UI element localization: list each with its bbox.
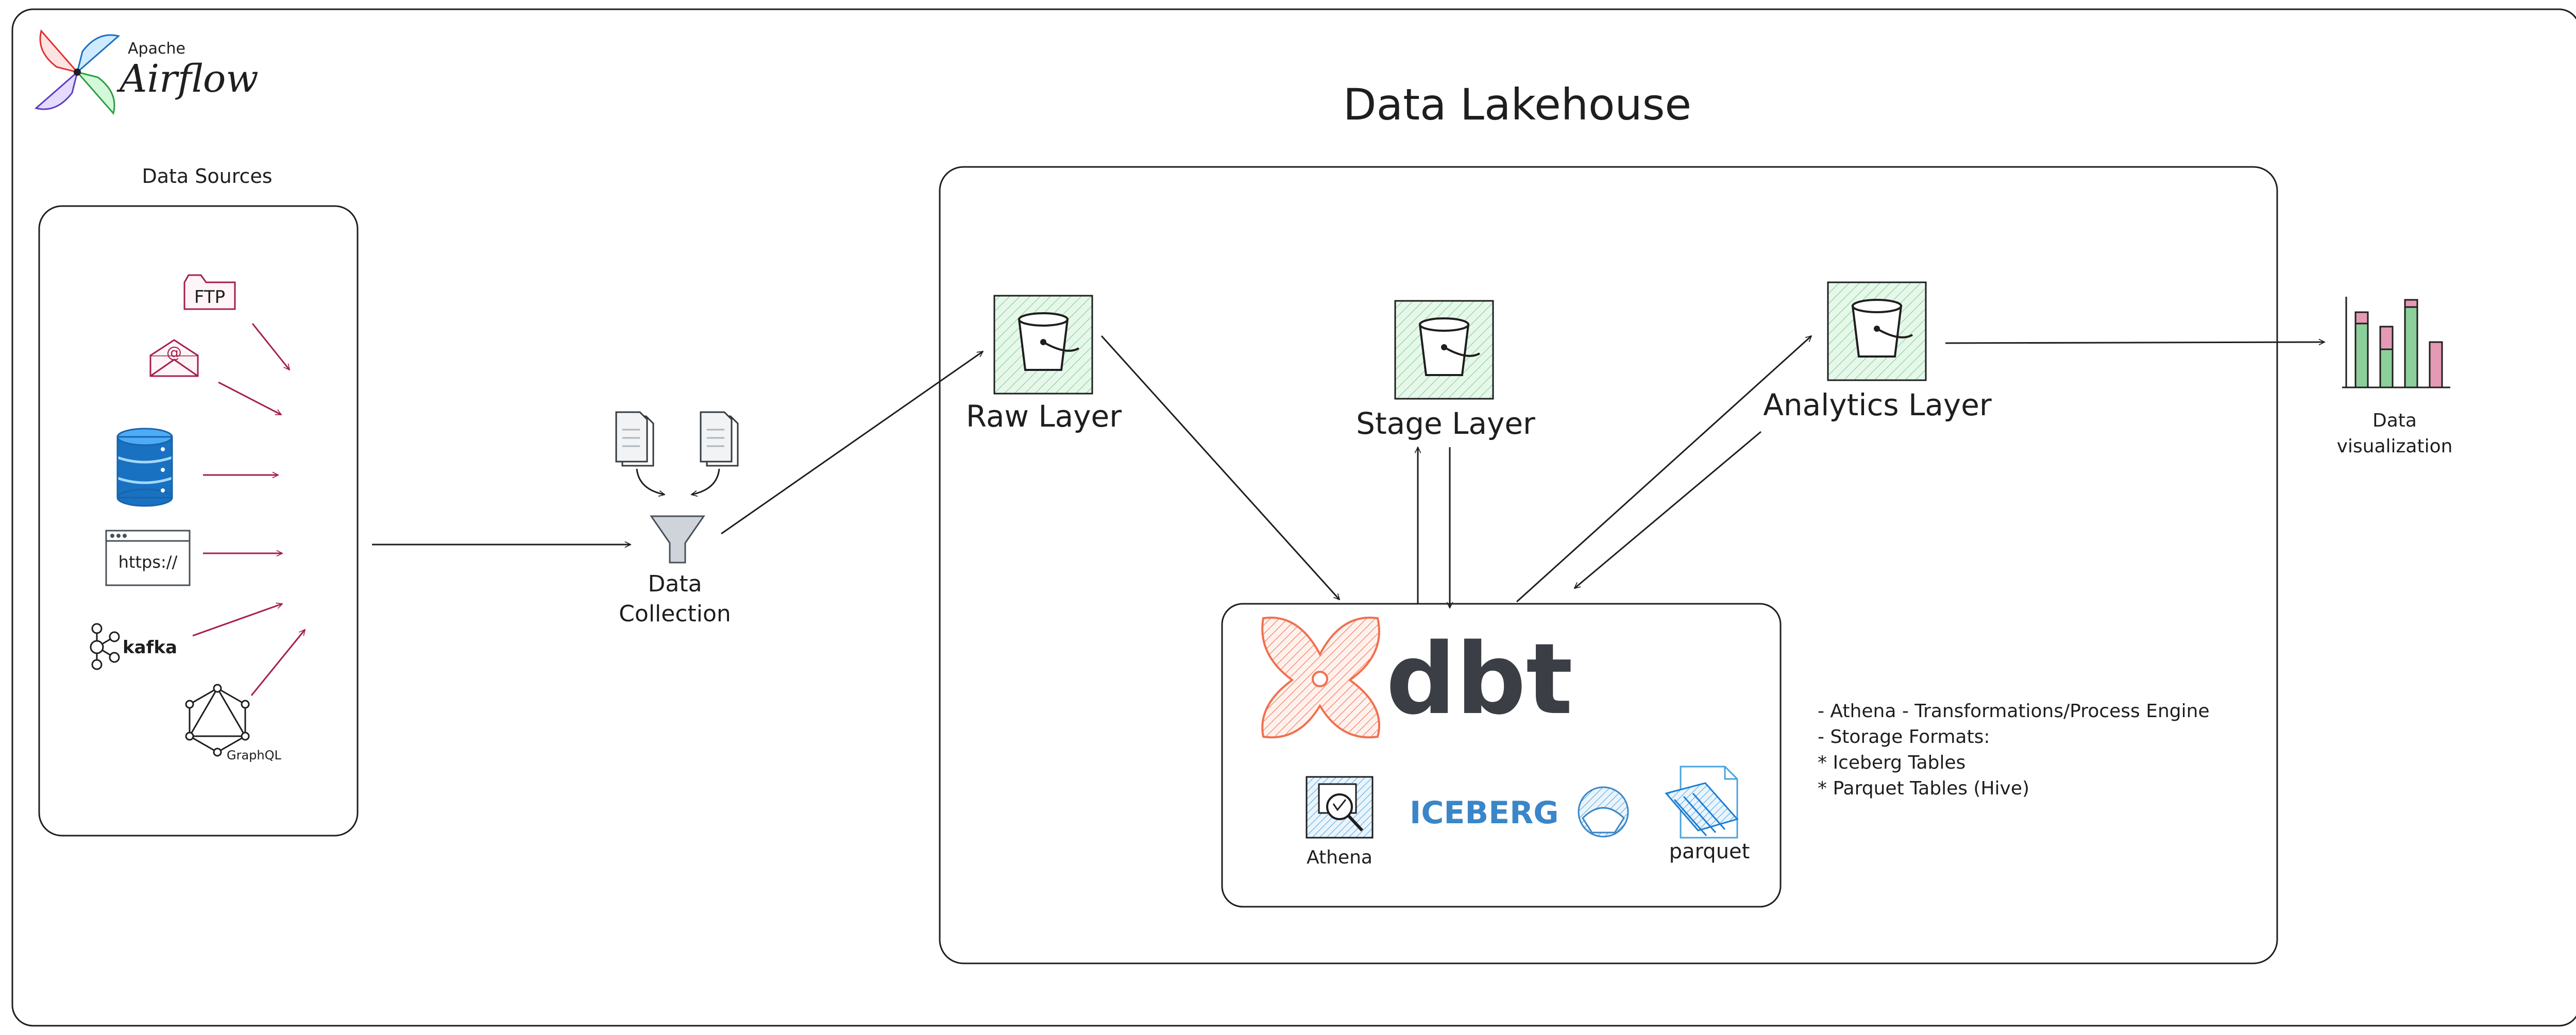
data-sources-heading: Data Sources bbox=[142, 165, 272, 188]
airflow-logo: Apache Airflow bbox=[34, 29, 259, 115]
ftp-arrow bbox=[251, 323, 290, 370]
email-arrow bbox=[218, 381, 281, 416]
lakehouse-box bbox=[939, 166, 2278, 964]
visualization-label-line1: Data bbox=[2372, 410, 2417, 431]
email-icon: @ bbox=[149, 339, 199, 377]
funnel-icon bbox=[650, 515, 705, 564]
data-sources-box bbox=[38, 205, 359, 837]
diagram-title: Data Lakehouse bbox=[1343, 79, 1691, 130]
bar-chart-icon bbox=[2342, 297, 2450, 388]
data-collection-label-line2: Collection bbox=[619, 601, 731, 627]
data-collection-label-line1: Data bbox=[648, 571, 702, 597]
analytics-to-dbt-arrow bbox=[1574, 431, 1761, 588]
ftp-label: FTP bbox=[194, 287, 225, 308]
note-line-1: - Athena - Transformations/Process Engin… bbox=[1818, 701, 2210, 722]
kafka-label: kafka bbox=[123, 637, 177, 658]
note-line-2: - Storage Formats: bbox=[1818, 726, 1990, 748]
logo-brand-large: Airflow bbox=[116, 57, 259, 101]
dbt-to-analytics-arrow bbox=[1516, 336, 1811, 603]
https-label: https:// bbox=[118, 552, 178, 572]
collection-to-raw-arrow bbox=[721, 350, 983, 535]
database-icon bbox=[116, 428, 173, 507]
stage-layer-label: Stage Layer bbox=[1356, 406, 1535, 441]
note-line-3: * Iceberg Tables bbox=[1818, 752, 1965, 773]
raw-to-dbt-arrow bbox=[1100, 335, 1340, 600]
graphql-label: GraphQL bbox=[227, 748, 282, 762]
kafka-arrow bbox=[192, 604, 282, 637]
airflow-pinwheel-icon bbox=[34, 29, 121, 115]
stage-layer-bucket-icon bbox=[1394, 300, 1494, 400]
kafka-icon bbox=[90, 623, 120, 670]
athena-icon bbox=[1306, 776, 1374, 839]
analytics-layer-label: Analytics Layer bbox=[1763, 387, 1992, 422]
logo-brand-small: Apache bbox=[128, 40, 185, 58]
dbt-label: dbt bbox=[1386, 622, 1573, 736]
parquet-label: parquet bbox=[1669, 840, 1750, 863]
graphql-icon bbox=[185, 684, 250, 757]
athena-label: Athena bbox=[1307, 847, 1372, 868]
parquet-icon bbox=[1665, 766, 1739, 839]
analytics-layer-bucket-icon bbox=[1827, 281, 1927, 381]
raw-layer-bucket-icon bbox=[993, 295, 1093, 395]
graphql-arrow bbox=[250, 630, 305, 696]
iceberg-label: ICEBERG bbox=[1410, 795, 1559, 831]
browser-icon: https:// bbox=[105, 530, 191, 586]
raw-layer-label: Raw Layer bbox=[966, 399, 1122, 434]
dbt-logo-icon bbox=[1261, 616, 1380, 739]
documents-icon bbox=[615, 411, 739, 495]
ftp-icon: FTP bbox=[183, 274, 236, 310]
analytics-to-visualization-arrow bbox=[1945, 342, 2325, 343]
visualization-label-line2: visualization bbox=[2337, 436, 2453, 457]
source-arrows bbox=[192, 323, 305, 696]
outer-frame bbox=[11, 8, 2576, 1027]
processing-engine-box bbox=[1221, 603, 1782, 908]
svg-text:@: @ bbox=[166, 344, 182, 362]
iceberg-globe-icon bbox=[1578, 786, 1629, 838]
note-line-4: * Parquet Tables (Hive) bbox=[1818, 778, 2029, 799]
